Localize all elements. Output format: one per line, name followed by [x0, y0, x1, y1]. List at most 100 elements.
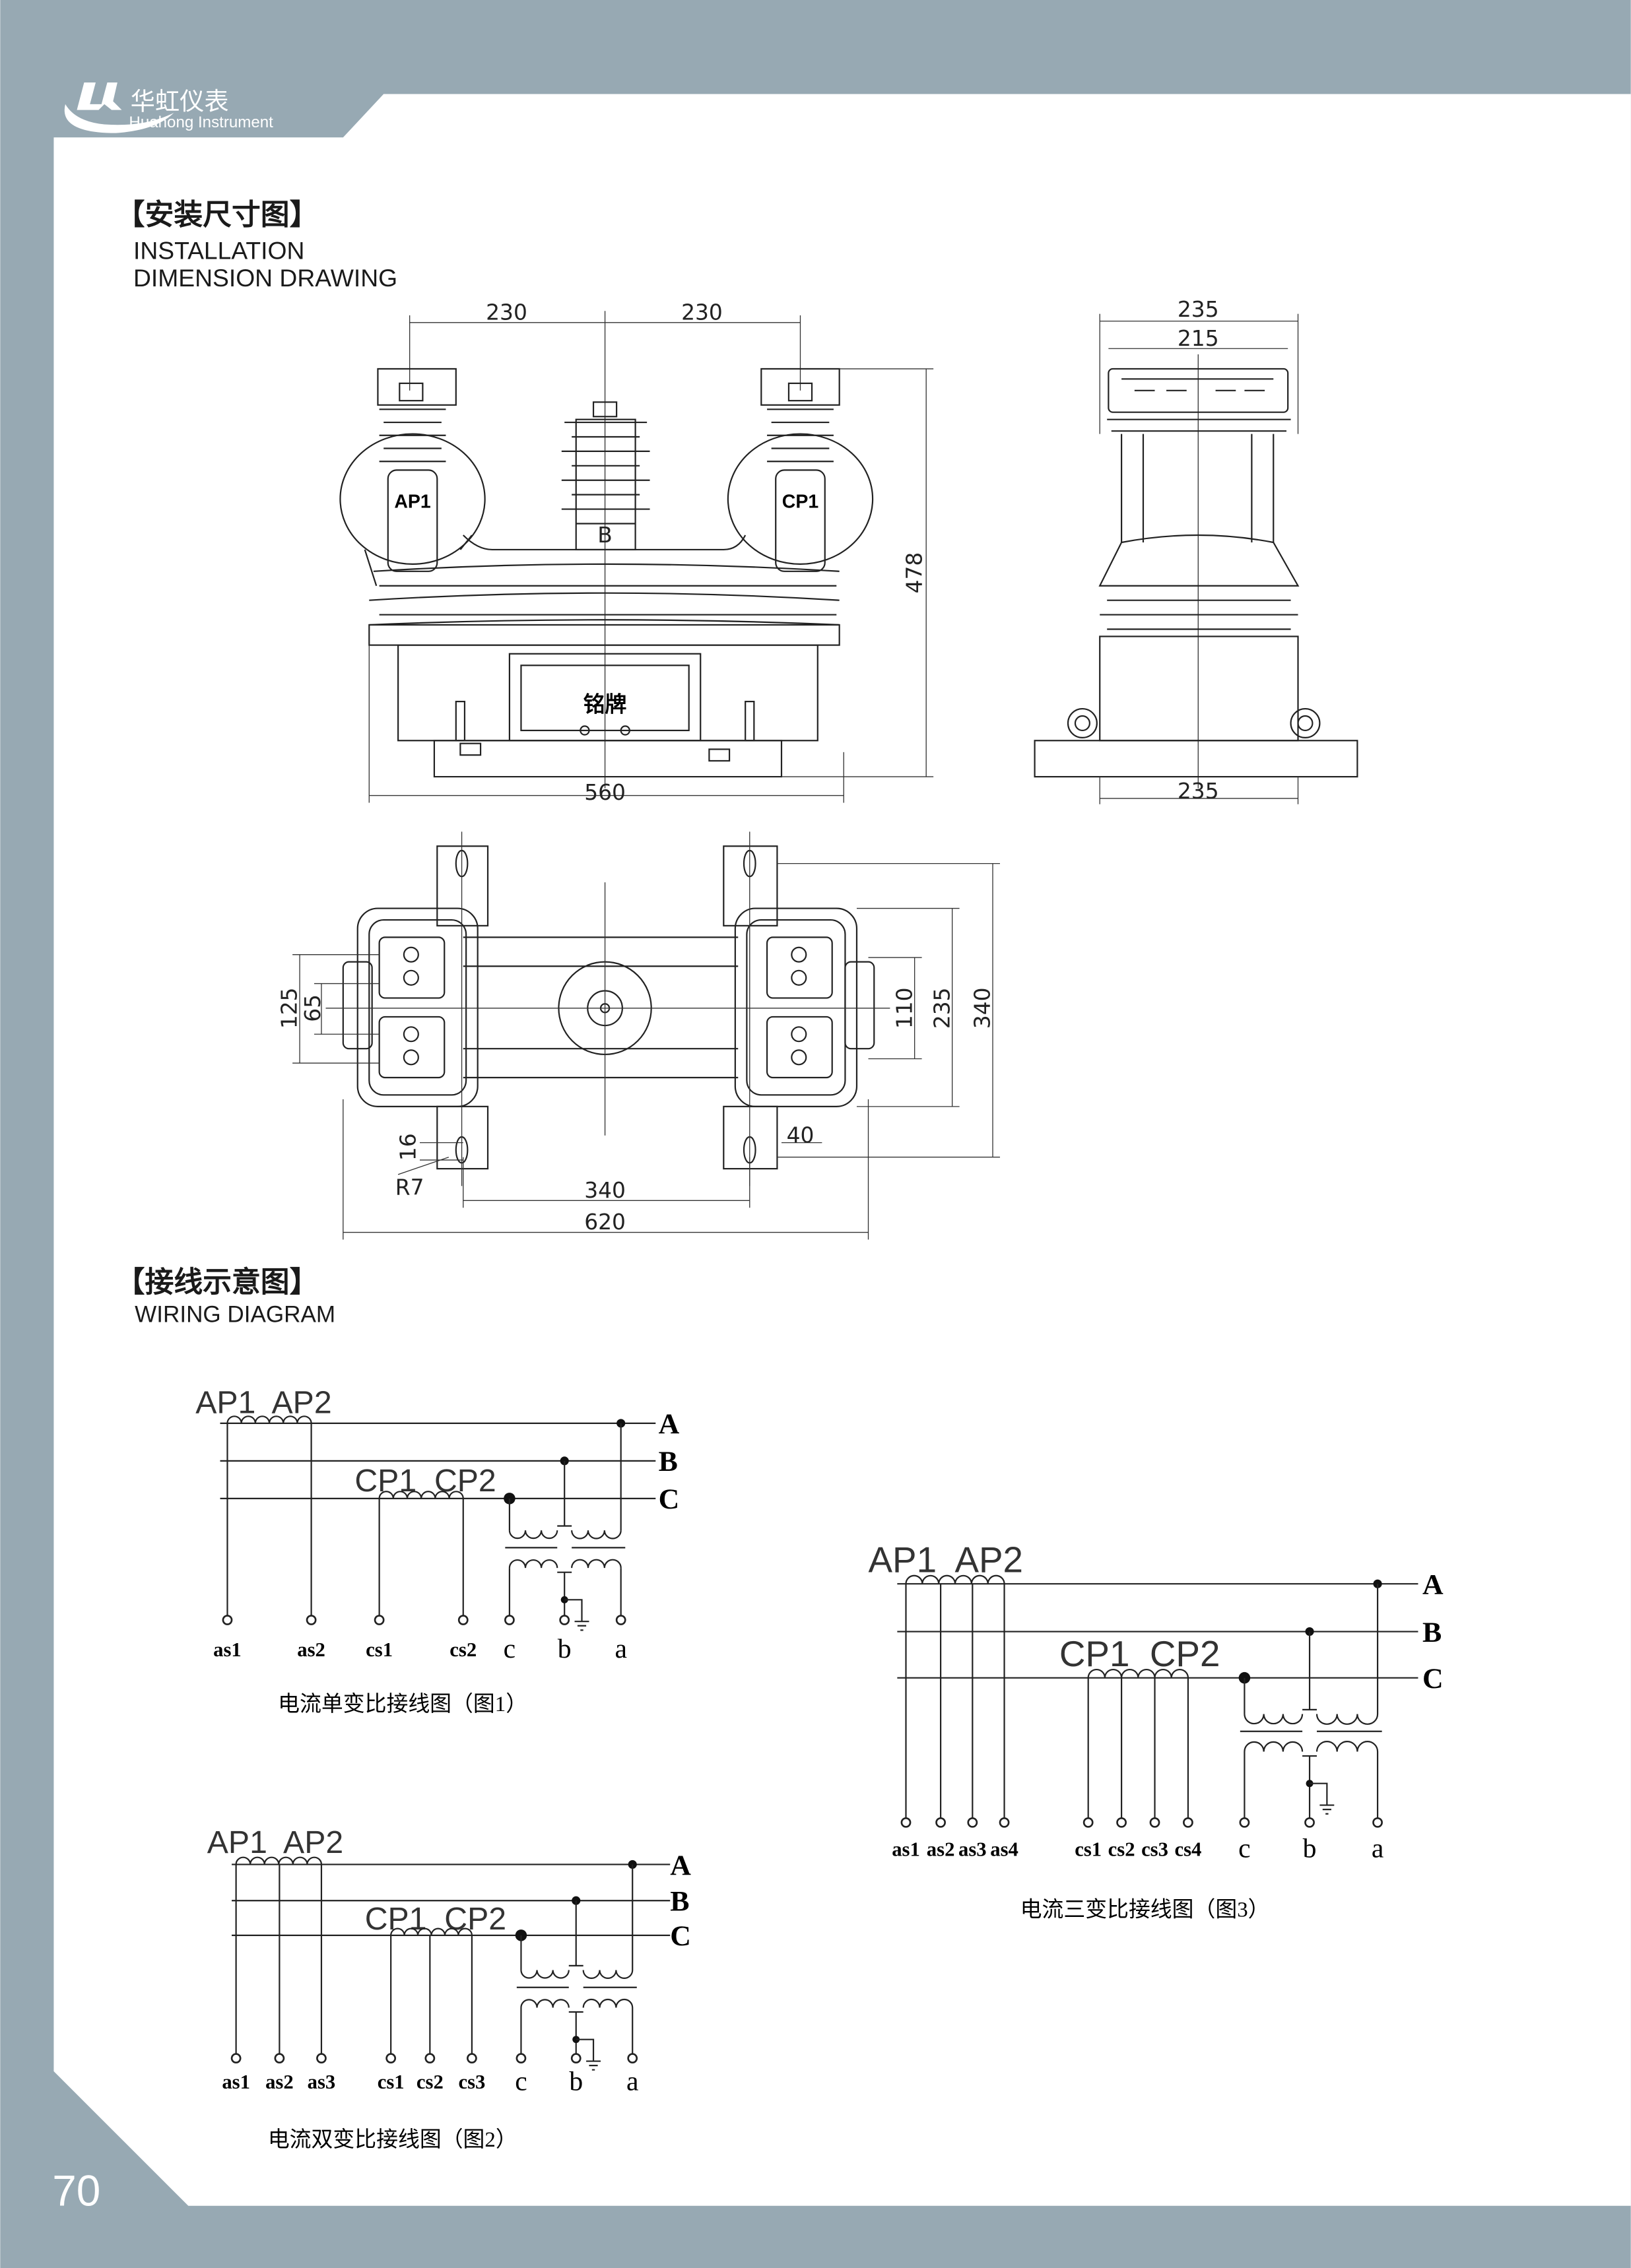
coil-a-icon	[226, 1415, 312, 1424]
front-view-drawing: 230 230 AP1 CP1 B	[339, 299, 934, 805]
dim-340-vertical: 340	[970, 987, 995, 1029]
terminal-label-c: c	[504, 1634, 516, 1664]
install-title-cn: 【安装尺寸图】	[116, 199, 319, 231]
wiring-title-en: WIRING DIAGRAM	[135, 1301, 335, 1327]
terminal-circle-icon	[1372, 1817, 1383, 1828]
label-ap1: AP1	[394, 491, 431, 512]
vt-secondary-coil-right-icon	[1315, 1741, 1379, 1752]
dim-235-bottom: 235	[1178, 778, 1219, 804]
coil-c-icon	[378, 1491, 464, 1499]
dim-620: 620	[584, 1209, 626, 1235]
terminal-label-as2: as2	[297, 1638, 325, 1661]
brand-name-en: Huahong Instrument	[129, 113, 273, 131]
phase-label-C: C	[1422, 1663, 1444, 1695]
vt-primary-coil-left-icon	[520, 1964, 583, 1979]
terminal-label-cs4: cs4	[1174, 1838, 1201, 1860]
terminal-label-as3: as3	[958, 1838, 987, 1860]
terminal-label-cs1: cs1	[1075, 1838, 1102, 1860]
terminal-circle-icon	[467, 2053, 477, 2064]
terminal-circle-icon	[570, 2053, 582, 2064]
dim-478: 478	[902, 552, 927, 594]
logo-swoosh-icon	[64, 104, 174, 133]
dim-235-vertical: 235	[929, 987, 954, 1029]
vt-primary-coil-right-icon	[571, 1530, 622, 1539]
dim-215: 215	[1178, 325, 1219, 351]
diagram-caption: 电流单变比接线图（图1）	[278, 1692, 527, 1716]
terminal-circle-icon	[967, 1817, 978, 1828]
brand-logo: 华虹仪表 Huahong Instrument	[64, 82, 273, 133]
dim-340-horizontal: 340	[584, 1177, 626, 1203]
phase-label-A: A	[670, 1850, 691, 1881]
terminal-circle-icon	[457, 1615, 469, 1625]
diagram-caption: 电流三变比接线图（图3）	[1020, 1897, 1270, 1922]
terminal-circle-icon	[1149, 1817, 1160, 1828]
ground-icon	[564, 1599, 589, 1631]
phase-label-B: B	[1422, 1617, 1442, 1648]
terminal-circle-icon	[900, 1817, 912, 1828]
dim-235-top: 235	[1178, 296, 1219, 322]
terminal-label-cs3: cs3	[458, 2071, 485, 2093]
dim-230-right: 230	[681, 299, 723, 325]
side-view-drawing: 235 215 235	[1034, 296, 1358, 804]
top-view-drawing: 340 620 110 235 340 125 65 16 R7 40	[277, 831, 1000, 1240]
terminal-label-b: b	[1303, 1833, 1317, 1863]
terminal-label-as1: as1	[222, 2071, 250, 2093]
terminal-circle-icon	[230, 2053, 242, 2064]
logo-hk-icon	[77, 82, 122, 110]
terminal-label-as1: as1	[213, 1638, 242, 1661]
terminal-label-cs2: cs2	[449, 1638, 477, 1661]
terminal-label-b: b	[569, 2066, 583, 2096]
terminal-label-a: a	[1372, 1833, 1383, 1863]
terminal-circle-icon	[627, 2053, 638, 2064]
terminal-circle-icon	[424, 2053, 436, 2064]
ground-icon	[576, 2038, 601, 2071]
terminal-circle-icon	[1239, 1817, 1250, 1828]
dim-125: 125	[277, 987, 302, 1029]
terminal-circle-icon	[1183, 1817, 1193, 1828]
phase-label-B: B	[670, 1886, 689, 1918]
coil-a-icon	[905, 1574, 1005, 1584]
ground-icon	[1310, 1782, 1335, 1815]
phase-label-C: C	[659, 1483, 680, 1515]
dim-230-left: 230	[486, 299, 527, 325]
terminal-circle-icon	[1304, 1817, 1315, 1828]
install-title-en-2: DIMENSION DRAWING	[133, 264, 397, 292]
terminal-circle-icon	[504, 1615, 515, 1625]
dim-40: 40	[787, 1122, 815, 1148]
terminal-circle-icon	[559, 1615, 570, 1625]
vt-primary-coil-left-icon	[1244, 1708, 1317, 1725]
terminal-label-b: b	[558, 1634, 572, 1664]
vt-secondary-coil-right-icon	[571, 1559, 622, 1569]
primary-c-label: CP1 CP2	[1059, 1633, 1220, 1674]
install-title-en-1: INSTALLATION	[133, 236, 304, 264]
primary-a-label: AP1 AP2	[207, 1825, 343, 1860]
vt-secondary-coil-right-icon	[582, 1998, 634, 2008]
terminal-label-cs3: cs3	[1141, 1838, 1168, 1860]
phase-label-C: C	[670, 1920, 691, 1952]
dim-560: 560	[584, 779, 626, 805]
terminal-label-cs2: cs2	[1108, 1838, 1135, 1860]
terminal-circle-icon	[1116, 1817, 1127, 1828]
terminal-circle-icon	[935, 1817, 946, 1828]
phase-label-A: A	[1422, 1569, 1444, 1601]
terminal-label-as1: as1	[892, 1838, 920, 1860]
terminal-label-as3: as3	[308, 2071, 336, 2093]
terminal-label-cs1: cs1	[366, 1638, 393, 1661]
terminal-circle-icon	[385, 2053, 397, 2064]
vt-primary-coil-right-icon	[582, 1970, 634, 1979]
page-number: 70	[52, 2166, 100, 2215]
coil-c-icon	[1087, 1668, 1189, 1678]
dim-65: 65	[300, 994, 325, 1022]
terminal-circle-icon	[316, 2053, 327, 2064]
terminal-label-a: a	[615, 1634, 626, 1664]
coil-c-icon	[390, 1928, 473, 1935]
terminal-label-as4: as4	[990, 1838, 1018, 1860]
terminal-label-cs2: cs2	[416, 2071, 444, 2093]
junction-dot-icon	[560, 1456, 569, 1466]
primary-c-label: CP1 CP2	[365, 1901, 506, 1937]
label-cp1: CP1	[782, 491, 819, 512]
